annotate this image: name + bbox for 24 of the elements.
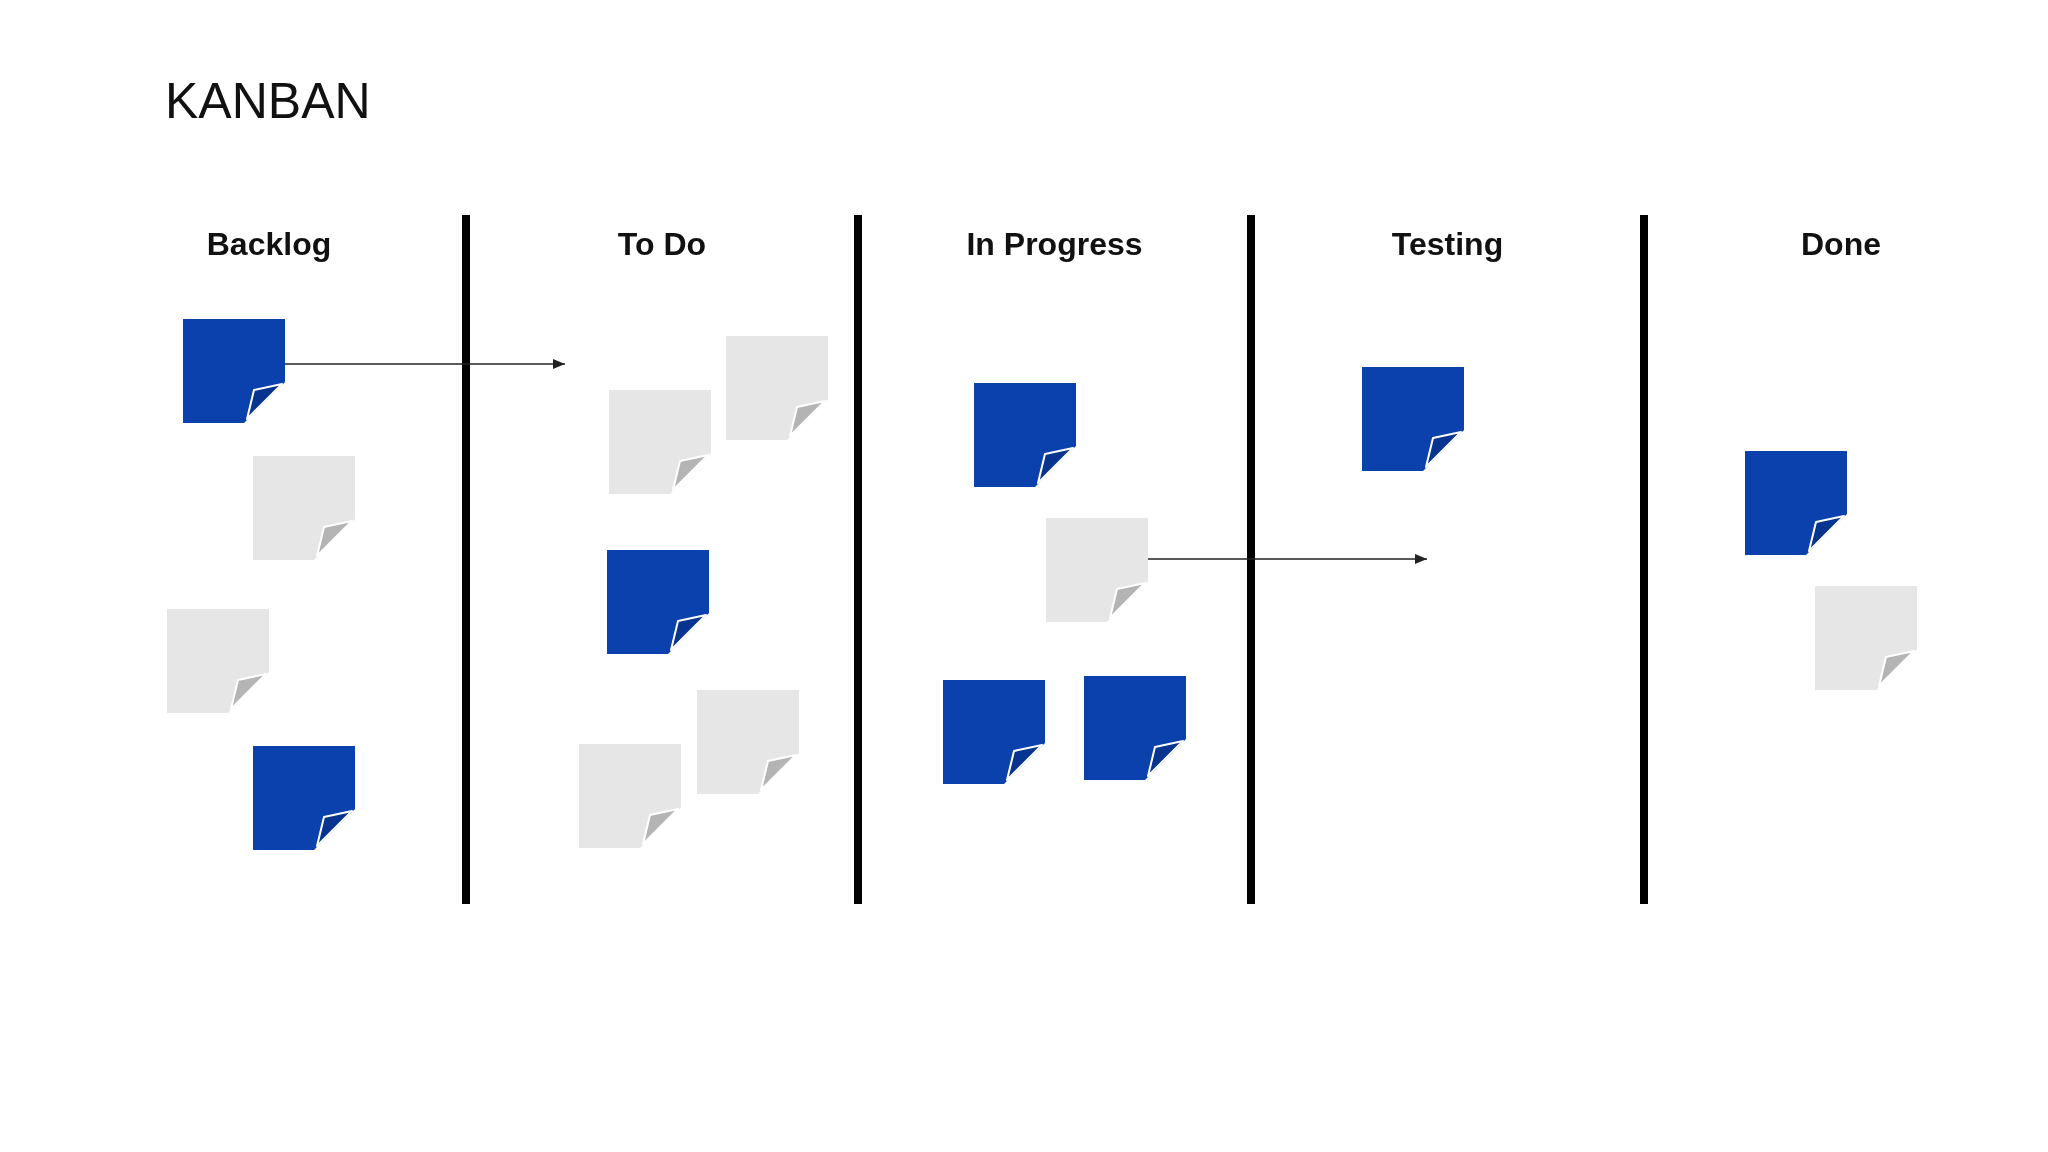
- sticky-note: [253, 456, 355, 560]
- column-heading: Testing: [1391, 225, 1504, 263]
- column-heading: Done: [1801, 225, 1881, 263]
- column-heading: Backlog: [206, 225, 332, 263]
- sticky-note: [974, 383, 1076, 487]
- sticky-note: [167, 609, 269, 713]
- sticky-note: [726, 336, 828, 440]
- sticky-note: [579, 744, 681, 848]
- title: KANBAN: [165, 72, 371, 130]
- column-heading: To Do: [617, 225, 707, 263]
- sticky-note: [1084, 676, 1186, 780]
- column-heading: In Progress: [966, 225, 1143, 263]
- sticky-note: [697, 690, 799, 794]
- arrow: [284, 359, 566, 369]
- sticky-note: [253, 746, 355, 850]
- sticky-note: [1815, 586, 1917, 690]
- sticky-note: [607, 550, 709, 654]
- sticky-note: [1745, 451, 1847, 555]
- arrow: [1147, 554, 1428, 564]
- sticky-note: [1362, 367, 1464, 471]
- sticky-note: [609, 390, 711, 494]
- sticky-note: [943, 680, 1045, 784]
- sticky-note: [183, 319, 285, 423]
- sticky-note: [1046, 518, 1148, 622]
